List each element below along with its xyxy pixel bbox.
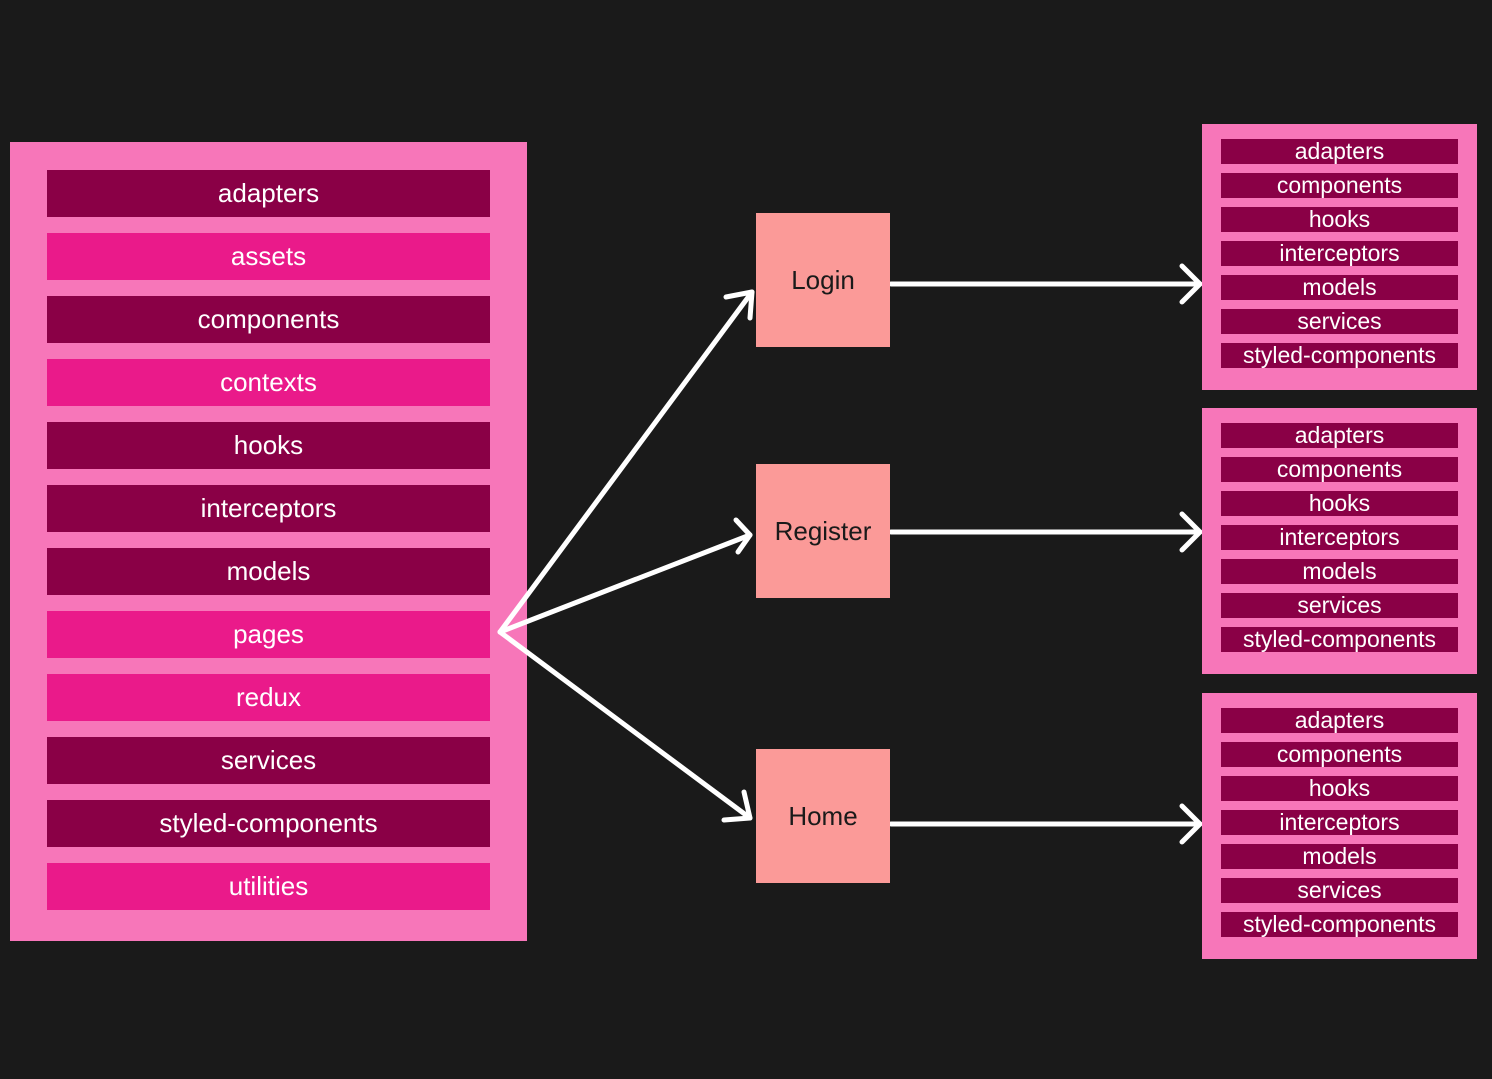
page-login: Login	[756, 213, 890, 347]
login-folder-panel: adapters components hooks interceptors m…	[1202, 124, 1477, 390]
arrow-pages-to-home	[497, 629, 753, 821]
folder-services: services	[47, 737, 490, 784]
home-folder-styled-components: styled-components	[1221, 912, 1458, 937]
login-folder-models: models	[1221, 275, 1458, 300]
folder-styled-components: styled-components	[47, 800, 490, 847]
home-folder-models: models	[1221, 844, 1458, 869]
arrow-pages-to-register	[497, 532, 753, 635]
register-folder-models: models	[1221, 559, 1458, 584]
arrowhead-home-folders	[1179, 803, 1203, 845]
login-folder-styled-components: styled-components	[1221, 343, 1458, 368]
folder-components: components	[47, 296, 490, 343]
home-folder-interceptors: interceptors	[1221, 810, 1458, 835]
folder-assets: assets	[47, 233, 490, 280]
home-folder-panel: adapters components hooks interceptors m…	[1202, 693, 1477, 959]
folder-adapters: adapters	[47, 170, 490, 217]
register-folder-styled-components: styled-components	[1221, 627, 1458, 652]
register-folder-panel: adapters components hooks interceptors m…	[1202, 408, 1477, 674]
login-folder-services: services	[1221, 309, 1458, 334]
register-folder-services: services	[1221, 593, 1458, 618]
register-folder-components: components	[1221, 457, 1458, 482]
home-folder-adapters: adapters	[1221, 708, 1458, 733]
folder-interceptors: interceptors	[47, 485, 490, 532]
register-folder-hooks: hooks	[1221, 491, 1458, 516]
folder-hooks: hooks	[47, 422, 490, 469]
folder-contexts: contexts	[47, 359, 490, 406]
login-folder-interceptors: interceptors	[1221, 241, 1458, 266]
login-folder-components: components	[1221, 173, 1458, 198]
login-folder-adapters: adapters	[1221, 139, 1458, 164]
main-folder-panel: adapters assets components contexts hook…	[10, 142, 527, 941]
folder-pages: pages	[47, 611, 490, 658]
arrowhead-register	[733, 517, 753, 555]
arrowhead-login-folders	[1179, 263, 1203, 305]
folder-models: models	[47, 548, 490, 595]
register-folder-interceptors: interceptors	[1221, 525, 1458, 550]
folder-utilities: utilities	[47, 863, 490, 910]
home-folder-components: components	[1221, 742, 1458, 767]
home-folder-services: services	[1221, 878, 1458, 903]
arrowhead-login	[723, 289, 755, 321]
page-register: Register	[756, 464, 890, 598]
home-folder-hooks: hooks	[1221, 776, 1458, 801]
arrowhead-home	[721, 789, 753, 823]
arrow-pages-to-login	[497, 289, 755, 635]
register-folder-adapters: adapters	[1221, 423, 1458, 448]
arrowhead-register-folders	[1179, 511, 1203, 553]
login-folder-hooks: hooks	[1221, 207, 1458, 232]
page-home: Home	[756, 749, 890, 883]
folder-redux: redux	[47, 674, 490, 721]
